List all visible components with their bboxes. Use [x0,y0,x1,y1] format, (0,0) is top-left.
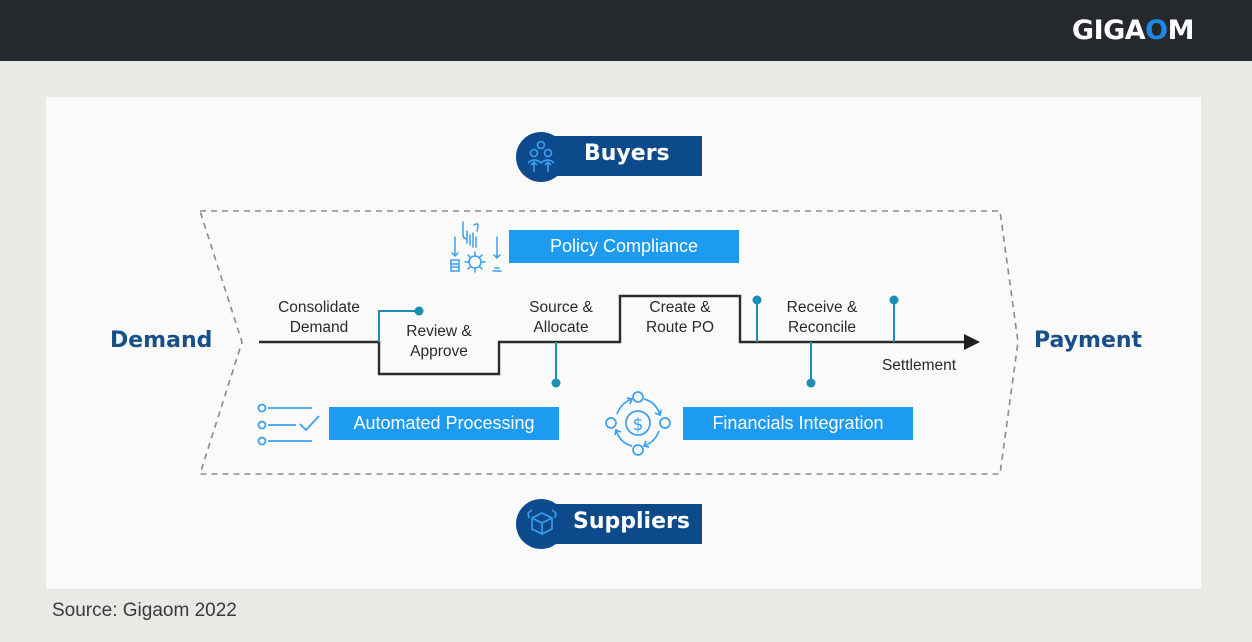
logo-text-suffix: M [1167,15,1195,46]
hand-gear-compliance-icon [450,221,502,273]
process-boundary [198,210,1019,475]
logo-text-o: O [1145,15,1168,46]
step-receive-reconcile: Receive & Reconcile [762,298,882,338]
package-box-icon [527,509,557,535]
logo-text-prefix: GIGA [1071,15,1146,46]
people-group-icon [527,140,555,172]
source-caption: Source: Gigaom 2022 [52,600,237,621]
step-line: Route PO [645,319,715,336]
step-source-allocate: Source & Allocate [501,298,621,338]
receive-pin-top [752,295,762,305]
reconcile-pin [806,378,816,388]
demand-label: Demand [110,328,213,353]
step-consolidate-demand: Consolidate Demand [259,298,379,338]
payment-label: Payment [1034,328,1143,353]
step-review-approve: Review & Approve [379,322,499,362]
suppliers-badge [516,499,702,549]
buyers-label: Buyers [584,141,670,166]
step-line: Demand [289,319,349,336]
financials-integration-box: Financials Integration [683,407,913,440]
checklist-icon [257,403,320,446]
step-settlement: Settlement [859,356,979,376]
header-bar: GIGAOM [0,0,1252,61]
svg-text:$: $ [633,415,644,435]
automated-processing-box: Automated Processing [329,407,559,440]
step-line: Create & [649,299,711,316]
dollar-cycle-icon: $ [605,391,671,456]
buyers-badge [516,132,702,182]
step-line: Receive & [786,299,858,316]
step-line: Consolidate [278,299,360,316]
step-line: Reconcile [787,319,857,336]
step-line: Review & [406,323,472,340]
review-pin-connector [378,310,419,342]
step-create-route-po: Create & Route PO [620,298,740,338]
settlement-pin [889,295,899,305]
policy-compliance-box: Policy Compliance [509,230,739,263]
gigaom-logo: GIGAOM [1071,15,1195,46]
step-line: Approve [410,343,468,360]
review-pin [414,306,424,316]
suppliers-label: Suppliers [573,509,690,534]
source-pin [551,378,561,388]
process-flow-line [259,294,968,376]
flow-arrowhead [964,334,980,350]
step-line: Source & [529,299,593,316]
step-line: Settlement [881,357,957,374]
step-line: Allocate [533,319,589,336]
